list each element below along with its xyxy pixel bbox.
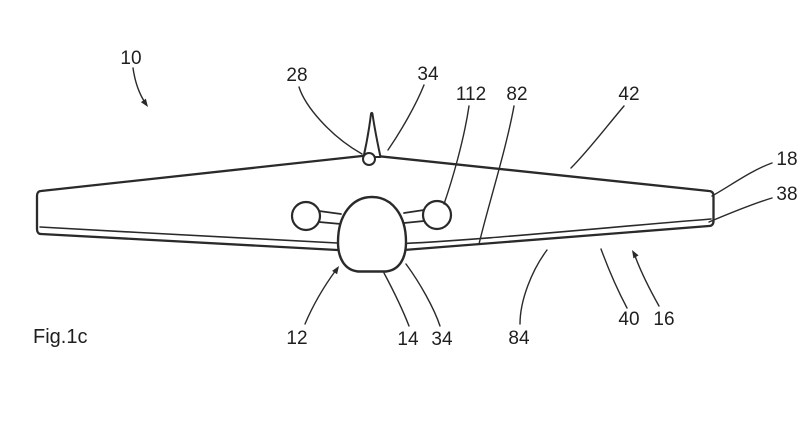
ref-label-16: 16 [653, 309, 674, 330]
ref-label-84: 84 [508, 328, 530, 349]
ref-label-14: 14 [397, 329, 419, 350]
leader-34-top [387, 84, 425, 151]
left-engine-circle [290, 200, 322, 232]
fuselage [336, 195, 408, 273]
arrowhead-12 [332, 266, 339, 275]
wing-outline [35, 154, 715, 253]
wing-inner-line-left [39, 226, 357, 245]
arrowhead-16 [632, 250, 639, 259]
leader-34-bottom [405, 263, 441, 327]
leader-28 [298, 86, 363, 155]
ref-label-42: 42 [618, 84, 639, 105]
right-engine-stub [403, 209, 425, 224]
leader-38 [708, 197, 773, 223]
ref-label-34-bottom: 34 [431, 329, 453, 350]
ref-label-12: 12 [286, 328, 307, 349]
leader-14 [383, 272, 410, 327]
leader-40 [600, 248, 628, 309]
ref-label-10: 10 [120, 48, 141, 69]
ref-label-34-top: 34 [417, 64, 439, 85]
figure-caption: Fig.1c [33, 326, 87, 348]
left-engine-stub [318, 210, 342, 225]
ref-label-112: 112 [456, 84, 486, 105]
leader-10 [132, 67, 147, 105]
ref-label-28: 28 [286, 65, 307, 86]
tail-fin [362, 111, 382, 158]
leader-16 [634, 255, 660, 307]
arrowhead-10 [140, 98, 148, 107]
ref-label-18: 18 [776, 149, 797, 170]
leader-112 [443, 105, 470, 205]
ref-label-38: 38 [776, 184, 797, 205]
leader-18 [711, 162, 773, 197]
leader-84 [519, 249, 548, 325]
ref-label-40: 40 [618, 309, 639, 330]
right-engine-circle [421, 199, 453, 231]
leader-12 [304, 269, 337, 325]
ref-label-82: 82 [506, 84, 527, 105]
wing-inner-line-right [391, 218, 712, 245]
fin-base-circle [362, 152, 376, 166]
leader-82 [478, 105, 515, 245]
leader-42 [570, 105, 625, 169]
